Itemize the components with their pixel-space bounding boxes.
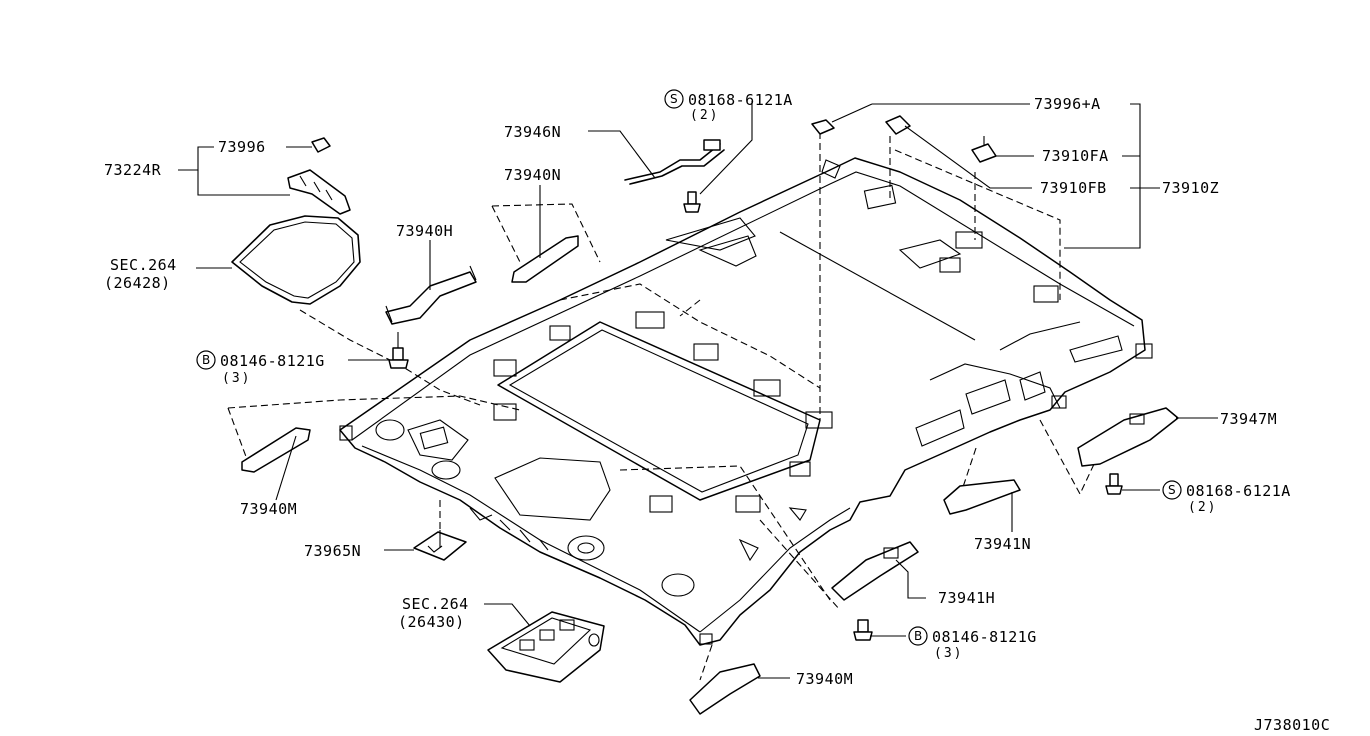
grip-handle-73940m-icon xyxy=(241,427,311,473)
label-73910fa: 73910FA xyxy=(1042,147,1109,165)
label-26428: (26428) xyxy=(104,274,171,292)
b-circle-lower-icon xyxy=(908,626,928,646)
label-sec264-b: SEC.264 xyxy=(402,595,469,613)
screw-08168-lower-icon xyxy=(1105,473,1123,495)
b-circle-icon xyxy=(196,350,216,370)
headliner-panel xyxy=(339,157,1153,646)
label-73996a: 73996+A xyxy=(1034,95,1101,113)
s-letter: S xyxy=(670,92,678,106)
label-73940h: 73940H xyxy=(396,222,453,240)
grip-handle-73940n-icon xyxy=(511,235,579,283)
bracket-73947m-icon xyxy=(1077,407,1179,467)
lamp-frame-26428-icon xyxy=(231,215,361,305)
label-73947m: 73947M xyxy=(1220,410,1277,428)
label-sec264-a: SEC.264 xyxy=(110,256,177,274)
label-73940m-a: 73940M xyxy=(240,500,297,518)
s-circle-icon xyxy=(664,89,684,109)
leader-lines xyxy=(178,101,1218,679)
label-73910z: 73910Z xyxy=(1162,179,1219,197)
harness-73946n-icon xyxy=(624,139,725,185)
s-letter-lower: S xyxy=(1168,483,1176,497)
screw-08168-icon xyxy=(683,191,701,213)
label-08168-b: 08168-6121A xyxy=(1186,482,1291,500)
label-73946n: 73946N xyxy=(504,123,561,141)
label-73940m-b: 73940M xyxy=(796,670,853,688)
drawing-id: J738010C xyxy=(1254,716,1330,734)
part-labels: 73996 73224R SEC.264 (26428) 73940H B 08… xyxy=(104,89,1330,734)
s-circle-lower-icon xyxy=(1162,480,1182,500)
qty-08168-b: (2) xyxy=(1188,500,1217,515)
bolt-08146-lower-icon xyxy=(853,619,873,641)
label-73941n: 73941N xyxy=(974,535,1031,553)
qty-08168-a: (2) xyxy=(690,108,719,123)
label-08146-a: 08146-8121G xyxy=(220,352,325,370)
clip-73996a-icon xyxy=(811,119,835,135)
bracket-73940h-icon xyxy=(385,265,477,325)
label-08168-a: 08168-6121A xyxy=(688,91,793,109)
connector-73224r-icon xyxy=(287,169,351,215)
bolt-08146-icon xyxy=(388,332,409,369)
label-73996: 73996 xyxy=(218,138,266,156)
clip-73996-icon xyxy=(311,137,331,153)
label-73941h: 73941H xyxy=(938,589,995,607)
label-73940n: 73940N xyxy=(504,166,561,184)
map-lamp-26430-icon xyxy=(487,611,605,683)
clip-73910fa-icon xyxy=(971,136,997,163)
grip-handle-73940m-lower-icon xyxy=(689,663,761,715)
label-08146-b: 08146-8121G xyxy=(932,628,1037,646)
grip-handle-73941n-icon xyxy=(943,479,1021,515)
bracket-73941h-icon xyxy=(831,541,919,601)
label-73224r: 73224R xyxy=(104,161,162,179)
label-26430: (26430) xyxy=(398,613,465,631)
qty-08146-a: (3) xyxy=(222,371,251,386)
clip-73910fb-icon xyxy=(885,115,911,135)
b-letter-lower: B xyxy=(914,629,922,643)
qty-08146-b: (3) xyxy=(934,646,963,661)
b-letter: B xyxy=(202,353,210,367)
label-73910fb: 73910FB xyxy=(1040,179,1107,197)
label-73965n: 73965N xyxy=(304,542,361,560)
